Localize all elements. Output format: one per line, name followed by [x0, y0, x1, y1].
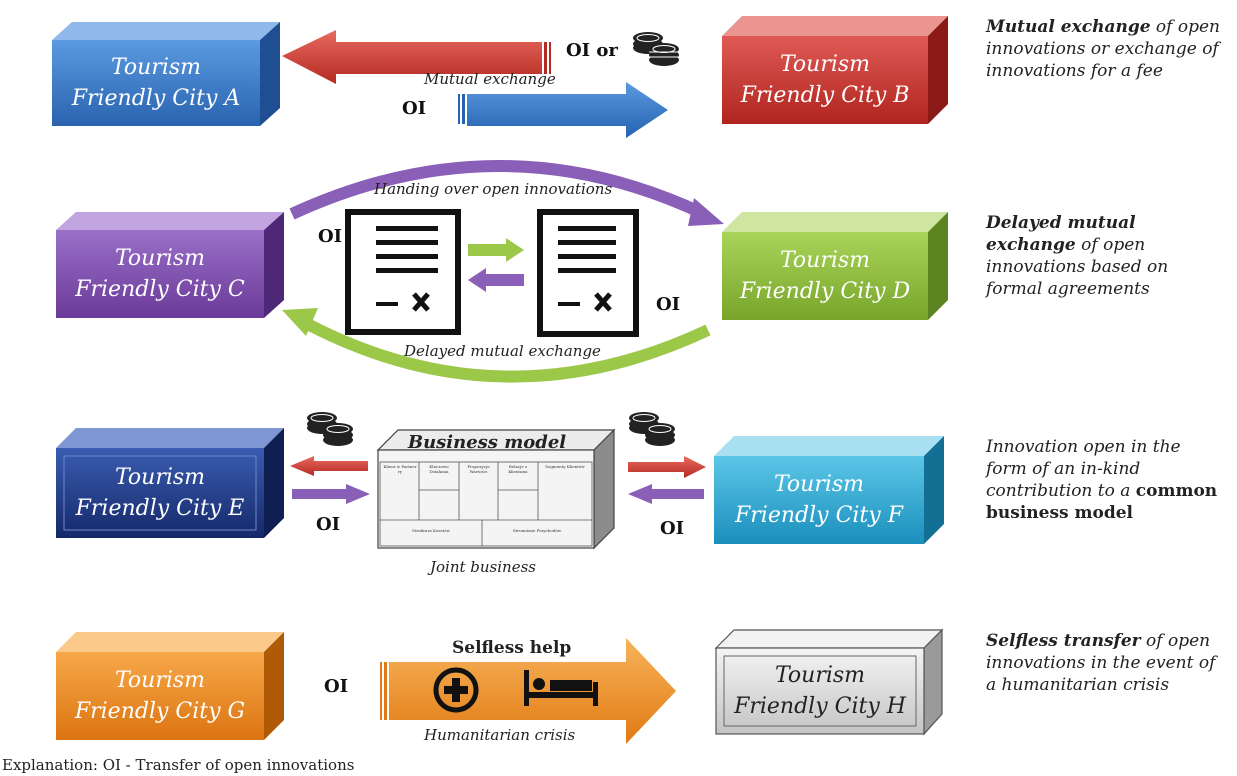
city-a-line1: Tourism: [110, 55, 202, 80]
oi-label-row2-left: OI: [318, 226, 343, 247]
city-d-line2: Friendly City D: [739, 279, 911, 304]
city-g-line2: Friendly City G: [74, 699, 246, 724]
arrow-g-to-h: [380, 638, 676, 744]
bm-cell-segments: Segmenty Klientów: [545, 464, 585, 469]
humanitarian-crisis-caption: Humanitarian crisis: [424, 726, 576, 744]
city-c-box: [56, 212, 284, 318]
city-g-line1: Tourism: [114, 668, 206, 693]
description-row4-text: of open innovations in the event of a hu…: [986, 631, 1216, 695]
city-e-box: [56, 428, 284, 538]
bm-cell-partners: Klient w Partner ry: [383, 464, 417, 474]
document-icon: [345, 209, 461, 335]
business-model-canvas-grid: [379, 461, 593, 547]
city-b-line1: Tourism: [779, 52, 871, 77]
city-d-line1: Tourism: [779, 248, 871, 273]
coins-icon: [307, 412, 353, 446]
arrow-red-right-f: [628, 456, 706, 478]
oi-label-row3-left: OI: [316, 514, 341, 535]
joint-business-caption: Joint business: [430, 558, 536, 576]
coins-icon: [629, 412, 675, 446]
city-f-line1: Tourism: [773, 472, 865, 497]
oi-label-row2-right: OI: [656, 294, 681, 315]
arrow-purple-right-e: [292, 484, 370, 504]
bm-cell-revenue: Strumienie Przychodów: [512, 528, 562, 533]
small-arrow-left: [468, 268, 524, 292]
oi-label-row3-right: OI: [660, 518, 685, 539]
arrow-red-left-e: [290, 456, 368, 476]
medical-cross-icon: [433, 667, 479, 713]
oi-label-row1: OI: [402, 98, 427, 119]
city-a-line2: Friendly City A: [71, 86, 241, 111]
small-arrow-right: [468, 238, 524, 262]
description-row2: Delayed mutual exchange of open innovati…: [986, 212, 1216, 300]
explanation-footnote: Explanation: OI - Transfer of open innov…: [2, 756, 355, 774]
city-e-line2: Friendly City E: [75, 496, 245, 521]
curve-d-to-c: [282, 308, 711, 383]
arrow-b-to-a: [282, 30, 551, 84]
arrow-purple-left-f: [628, 484, 704, 504]
city-c-label: Tourism Friendly City C: [56, 230, 264, 318]
bm-cell-relations: Relacje z klientami: [508, 464, 528, 474]
mutual-exchange-caption: Mutual exchange: [424, 70, 556, 88]
city-e-line1: Tourism: [114, 465, 206, 490]
city-d-box: [722, 212, 948, 320]
coins-icon: [633, 32, 679, 66]
bm-cell-activities: Kluczowe Działania: [429, 464, 449, 474]
city-f-line2: Friendly City F: [735, 503, 903, 528]
description-row2-text: of open innovations based on formal agre…: [986, 235, 1169, 299]
description-row3-bold: common business model: [986, 481, 1218, 523]
business-model-box: [376, 428, 616, 550]
city-c-line1: Tourism: [114, 246, 206, 271]
city-f-label: Tourism Friendly City F: [714, 456, 924, 544]
oi-label-row4: OI: [324, 676, 349, 697]
city-g-box: [56, 632, 284, 740]
document-icon: [537, 209, 639, 337]
description-row1-bold: Mutual exchange: [986, 17, 1151, 37]
description-row1: Mutual exchange of open innovations or e…: [986, 16, 1226, 82]
description-row4-bold: Selfless transfer: [986, 631, 1141, 651]
delayed-exchange-caption: Delayed mutual exchange: [404, 342, 601, 360]
city-b-label: Tourism Friendly City B: [722, 36, 928, 124]
description-row3: Innovation open in the form of an in-kin…: [986, 436, 1226, 524]
city-a-box: [52, 22, 280, 126]
city-c-line2: Friendly City C: [75, 277, 245, 302]
bm-cell-value: Propozycje Wartości: [467, 464, 490, 474]
city-f-box: [714, 436, 944, 544]
city-d-label: Tourism Friendly City D: [722, 232, 928, 320]
curve-c-to-d: [289, 160, 724, 226]
business-model-title: Business model: [407, 432, 567, 453]
description-row1-text: of open innovations or exchange of innov…: [986, 17, 1220, 81]
description-row4: Selfless transfer of open innovations in…: [986, 630, 1216, 696]
city-b-line2: Friendly City B: [740, 83, 910, 108]
city-h-box: [714, 628, 944, 736]
city-h-line1: Tourism: [774, 663, 866, 688]
bm-cell-costs: Struktura Kosztów: [412, 528, 450, 533]
selfless-help-label: Selfless help: [452, 638, 572, 658]
handing-over-caption: Handing over open innovations: [374, 180, 613, 198]
arrow-a-to-b: [458, 82, 668, 138]
hospital-bed-icon: [524, 670, 598, 706]
city-h-label: Tourism Friendly City H: [716, 648, 924, 734]
city-a-label: Tourism Friendly City A: [52, 40, 260, 126]
description-row2-bold: Delayed mutual exchange: [986, 213, 1136, 255]
city-h-line2: Friendly City H: [734, 694, 906, 719]
city-e-label: Tourism Friendly City E: [56, 448, 264, 538]
city-b-box: [722, 16, 948, 124]
oi-or-label: OI or: [566, 40, 618, 61]
description-row3-text: Innovation open in the form of an in-kin…: [986, 437, 1181, 501]
city-g-label: Tourism Friendly City G: [56, 652, 264, 740]
